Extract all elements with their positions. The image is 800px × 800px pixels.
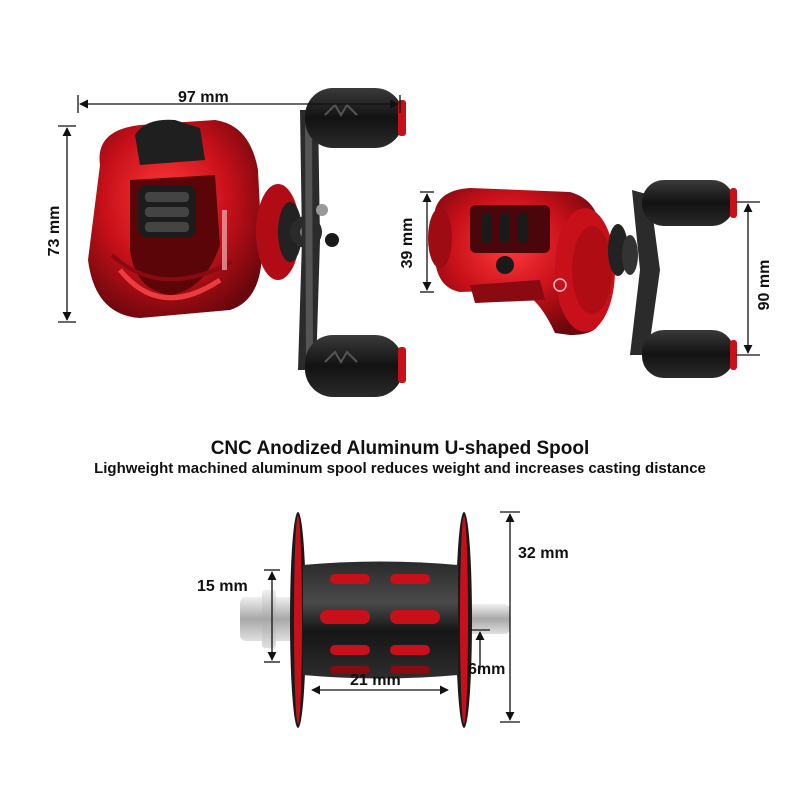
dim-lines-spool bbox=[264, 511, 520, 723]
reel-height-label: 73 mm bbox=[46, 205, 63, 257]
feature-title: CNC Anodized Aluminum U-shaped Spool bbox=[210, 438, 590, 459]
reel-depth-label: 39 mm bbox=[399, 217, 416, 269]
dim-lines-reel-side bbox=[420, 191, 760, 356]
reel-side-view bbox=[428, 180, 737, 378]
spool-rim-label: 6mm bbox=[468, 661, 506, 678]
spool-illustration bbox=[240, 512, 510, 728]
reel-width-label: 97 mm bbox=[178, 89, 229, 106]
reel-front-view bbox=[88, 88, 406, 397]
dim-lines-reel-front bbox=[58, 95, 401, 323]
spool-shaft-label: 15 mm bbox=[197, 578, 248, 595]
feature-subtitle: Lighweight machined aluminum spool reduc… bbox=[94, 460, 706, 477]
handle-length-label: 90 mm bbox=[756, 259, 773, 311]
spool-diameter-label: 32 mm bbox=[518, 545, 569, 562]
spool-width-label: 21 mm bbox=[350, 672, 401, 689]
